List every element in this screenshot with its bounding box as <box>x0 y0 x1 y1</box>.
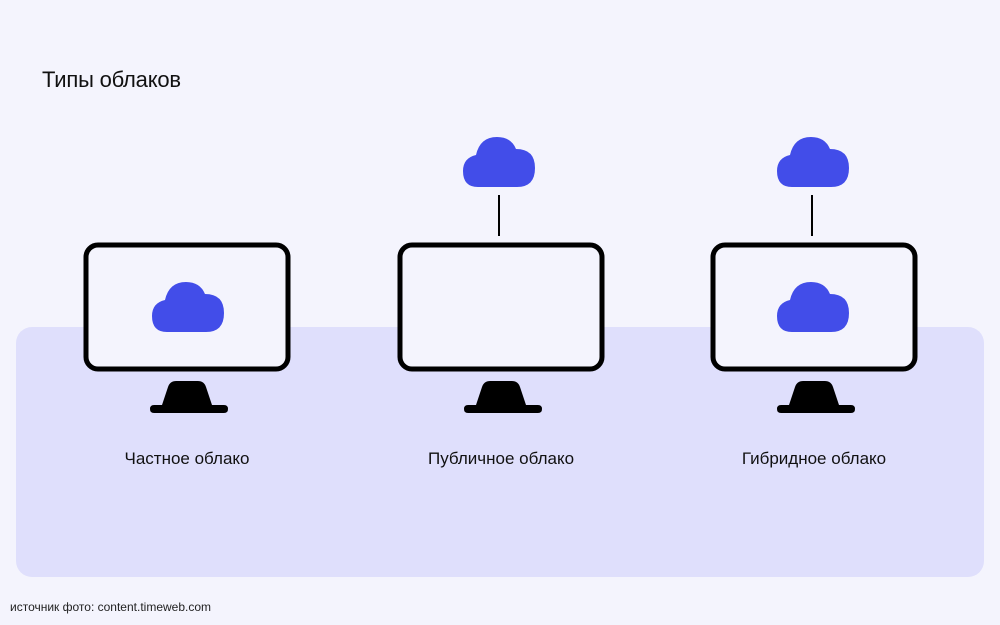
monitor-stand <box>777 381 855 413</box>
cloud-icon-above <box>463 137 535 236</box>
monitor-stand <box>150 381 228 413</box>
cloud-icon-above <box>777 137 849 236</box>
monitor-icon <box>397 242 605 413</box>
cloud-type-private: Частное облако <box>72 0 302 500</box>
source-caption: источник фото: content.timeweb.com <box>10 600 212 614</box>
cloud-type-label: Гибридное облако <box>741 449 887 468</box>
cloud-icon-in-screen <box>152 282 224 332</box>
cloud-icon-in-screen <box>777 282 849 332</box>
monitor-stand <box>464 381 542 413</box>
monitor-screen <box>397 242 605 372</box>
cloud-type-label: Частное облако <box>124 449 250 468</box>
cloud-type-public: Публичное облако <box>386 0 616 500</box>
cloud-type-label: Публичное облако <box>427 449 575 468</box>
cloud-type-hybrid: Гибридное облако <box>699 0 929 500</box>
page-title: Типы облаков <box>42 67 181 92</box>
